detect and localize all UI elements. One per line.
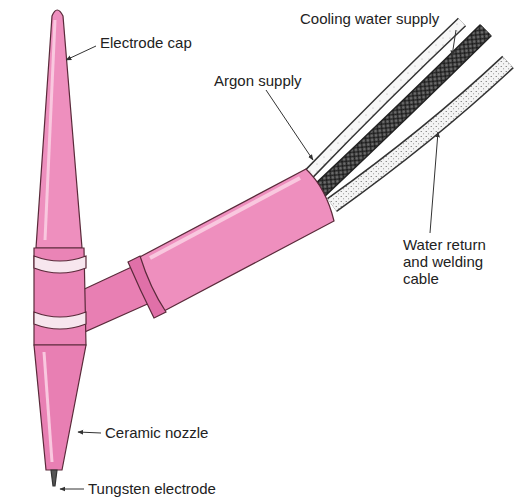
part-label: Ceramic nozzle	[105, 424, 245, 441]
torch-body	[34, 10, 86, 486]
hose-label: Cooling water supply	[300, 10, 510, 27]
hose-label: Water return and welding cable	[403, 236, 511, 287]
hose-label: Argon supply	[214, 72, 324, 89]
leader-lines	[60, 30, 456, 489]
part-label: Tungsten electrode	[88, 480, 258, 497]
torch-handle	[78, 169, 334, 334]
hoses	[305, 22, 508, 205]
part-label: Electrode cap	[100, 34, 220, 51]
